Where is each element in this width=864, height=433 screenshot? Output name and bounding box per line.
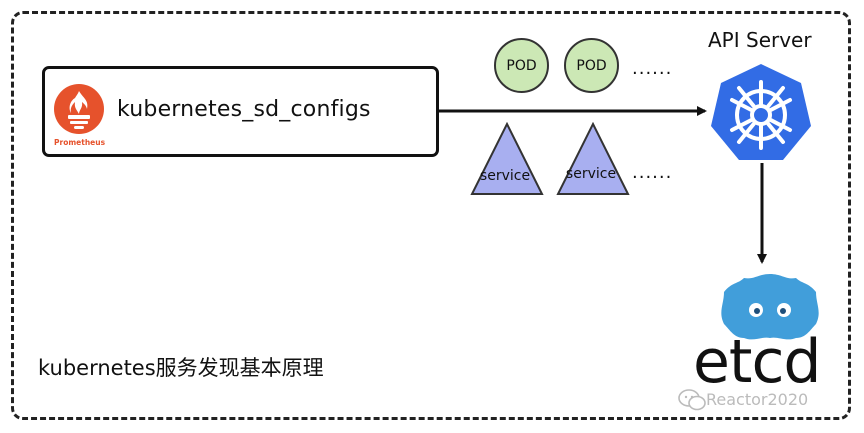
api-server-title: API Server <box>708 28 812 52</box>
pod-node: POD <box>494 38 549 93</box>
dashed-frame <box>11 11 851 420</box>
watermark-text: Reactor2020 <box>706 390 809 409</box>
wechat-icon <box>678 389 706 411</box>
prometheus-logo-text: Prometheus <box>54 138 106 147</box>
diagram-caption: kubernetes服务发现基本原理 <box>38 356 324 380</box>
service-label: service <box>565 166 617 182</box>
pods-ellipsis: ...... <box>632 58 673 79</box>
service-triangle-icon <box>556 122 630 195</box>
etcd-label: etcd <box>693 327 822 397</box>
kubernetes-sd-configs-label: kubernetes_sd_configs <box>117 97 371 122</box>
kubernetes-sd-configs-box: Prometheus kubernetes_sd_configs <box>42 66 439 157</box>
service-label: service <box>479 168 531 184</box>
services-ellipsis: ...... <box>632 162 673 183</box>
pod-node: POD <box>564 38 619 93</box>
service-triangle-icon <box>470 122 544 195</box>
kubernetes-helm-wheel-icon <box>711 64 811 160</box>
etcd-logo-icon <box>721 274 819 340</box>
prometheus-flame-icon <box>54 84 104 134</box>
